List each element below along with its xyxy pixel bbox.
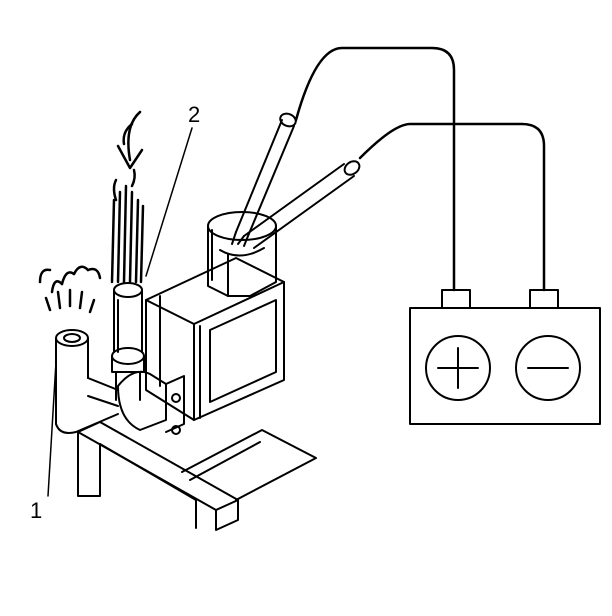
negative-terminal-icon (515, 335, 581, 401)
valve-joint (117, 370, 185, 435)
flow-direction-arrow-icon (116, 110, 144, 170)
electrical-connector (207, 211, 277, 297)
valve-body (145, 257, 285, 421)
callout-label-2: 2 (188, 102, 201, 127)
battery-positive-terminal (441, 289, 471, 309)
test-probe-1 (231, 112, 297, 247)
airflow-out-icon (38, 265, 102, 314)
airflow-in-icon (110, 168, 145, 284)
test-probe-2 (237, 160, 361, 249)
callout-leaders (47, 127, 193, 497)
battery (409, 289, 601, 425)
mounting-bracket (77, 421, 317, 531)
vacuum-port-2 (111, 282, 145, 401)
vacuum-port-1 (55, 329, 119, 434)
test-lead-wires (294, 46, 546, 292)
callout-label-1: 1 (30, 498, 43, 523)
battery-negative-terminal (529, 289, 559, 309)
positive-terminal-icon (425, 335, 491, 401)
